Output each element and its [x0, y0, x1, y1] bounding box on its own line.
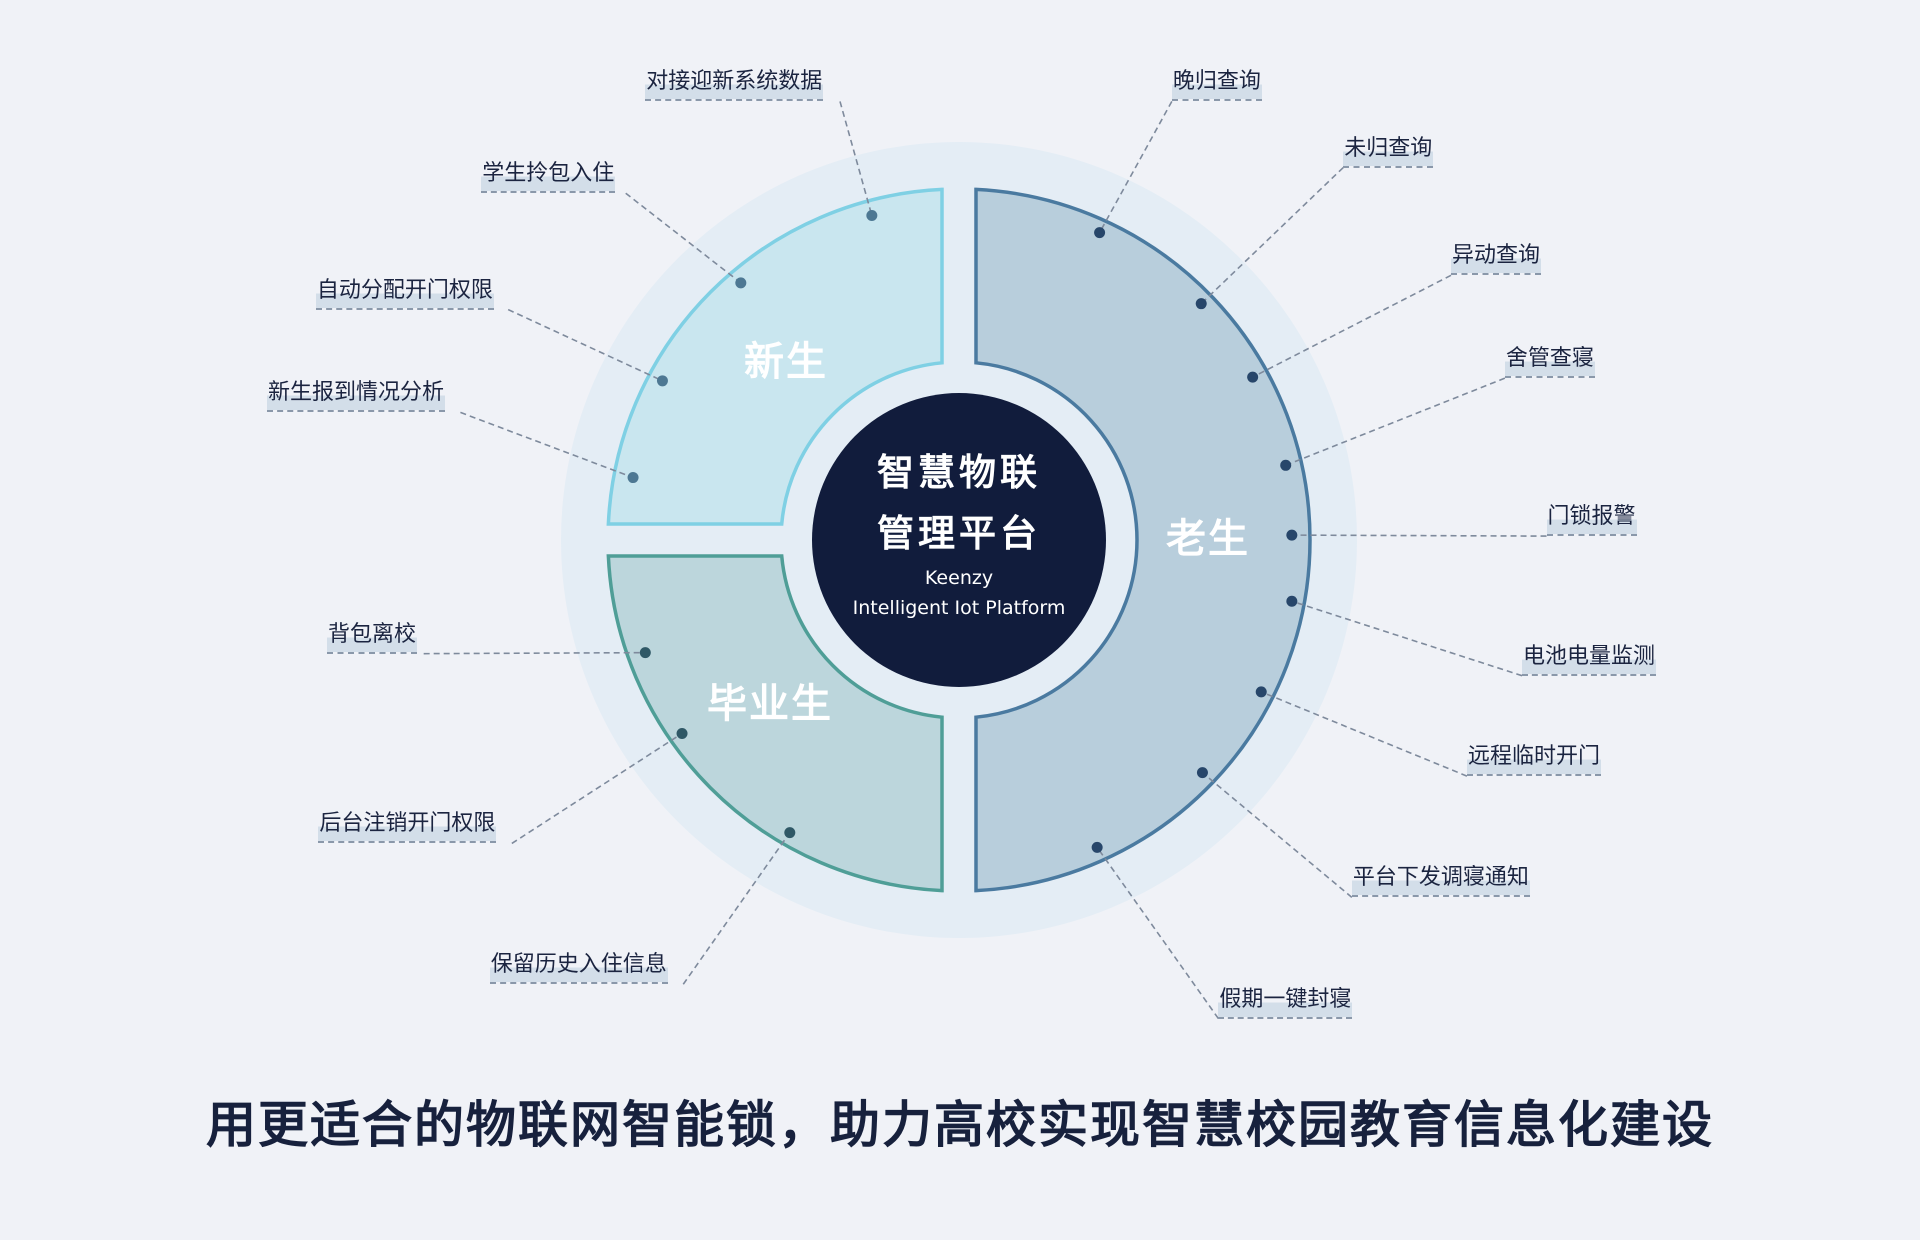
feature-label: 平台下发调寝通知 [1351, 863, 1530, 898]
connector-line [460, 411, 634, 479]
connector-line [1291, 600, 1523, 677]
connector-line [511, 732, 683, 845]
connector-line [1291, 534, 1547, 537]
connector-line [1096, 846, 1220, 1020]
feature-label: 门锁报警 [1546, 502, 1637, 537]
connector-dot [627, 472, 639, 484]
connector-dot [1255, 686, 1267, 698]
feature-label: 舍管查寝 [1504, 344, 1595, 379]
connector-line [1201, 772, 1353, 898]
feature-label: 远程临时开门 [1466, 742, 1601, 777]
center-brand: Keenzy [924, 567, 994, 589]
connector-line [682, 832, 791, 985]
connector-dot [1195, 298, 1207, 310]
center-title-line2: 管理平台 [877, 512, 1041, 555]
segment-label-new: 新生 [744, 339, 828, 385]
feature-label: 晚归查询 [1171, 67, 1262, 102]
connector-dot [735, 277, 747, 289]
connector-line [423, 651, 646, 655]
connector-dot [1280, 459, 1292, 471]
connector-dot [656, 375, 668, 387]
feature-label: 异动查询 [1451, 241, 1542, 276]
connector-dot [866, 210, 878, 222]
connector-line [1252, 274, 1452, 378]
connector-dot [1196, 767, 1208, 779]
feature-label: 背包离校 [326, 619, 417, 654]
connector-line [625, 192, 742, 284]
center-subtitle: Intelligent Iot Platform [852, 597, 1066, 619]
center-core [812, 393, 1106, 687]
connector-dot [1094, 227, 1106, 239]
segment-current-students [974, 187, 1312, 893]
connector-line [1098, 101, 1173, 234]
feature-label: 保留历史入住信息 [489, 950, 668, 985]
feature-label: 后台注销开门权限 [318, 809, 497, 844]
connector-dot [1247, 371, 1259, 383]
connector-dot [1091, 841, 1103, 853]
connector-dot [1286, 529, 1298, 541]
segment-graduates [606, 554, 944, 893]
feature-label: 电池电量监测 [1522, 641, 1657, 676]
connector-dot [1286, 595, 1298, 607]
feature-label: 新生报到情况分析 [266, 378, 445, 413]
feature-label: 对接迎新系统数据 [645, 67, 824, 102]
feature-label: 未归查询 [1343, 133, 1434, 168]
connector-dot [784, 827, 796, 839]
feature-label: 自动分配开门权限 [315, 275, 494, 310]
feature-label: 假期一键封寝 [1218, 984, 1353, 1019]
connector-line [1260, 691, 1468, 777]
segment-label-graduates: 毕业生 [707, 681, 833, 727]
connector-dot [639, 647, 651, 659]
connector-dot [676, 727, 688, 739]
center-title-line1: 智慧物联 [877, 451, 1041, 494]
slogan: 用更适合的物联网智能锁，助力高校实现智慧校园教育信息化建设 [206, 1096, 1714, 1154]
segment-label-current: 老生 [1166, 516, 1250, 562]
feature-label: 学生拎包入住 [481, 159, 616, 194]
connector-line [507, 308, 663, 382]
connector-line [1200, 166, 1344, 305]
